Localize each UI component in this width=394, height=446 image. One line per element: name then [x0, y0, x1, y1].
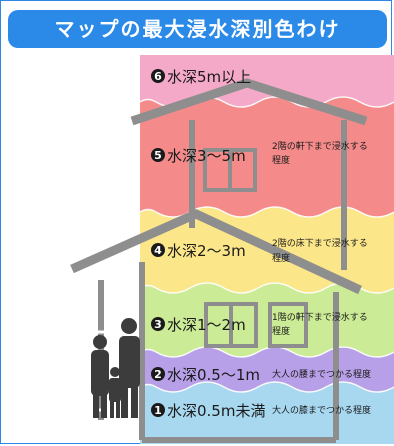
number-badge-5	[151, 148, 165, 162]
number-1: 1	[154, 404, 162, 417]
number-badge-3	[151, 317, 165, 331]
level-1-label: 水深0.5m未満	[167, 402, 265, 420]
lower-roof	[70, 209, 362, 295]
level-5-label: 水深3～5m	[167, 147, 246, 165]
number-badge-2	[151, 367, 165, 381]
level-2-label: 水深0.5～1m	[167, 366, 260, 384]
level-5-desc-line2: 程度	[272, 154, 290, 166]
level-6-label: 水深5m以上	[167, 68, 251, 86]
upper-roof	[130, 78, 368, 126]
number-2: 2	[154, 368, 162, 381]
level-2-desc: 大人の腰までつかる程度	[272, 368, 371, 380]
level-3-label: 水深1～2m	[167, 316, 246, 334]
level-4-desc-line1: 2階の床下まで浸水する	[272, 237, 368, 249]
level-4-desc-line2: 程度	[272, 252, 290, 264]
figure-title: マップの最大浸水深別色わけ	[8, 10, 387, 48]
band-level-2	[140, 347, 394, 392]
car-outline	[6, 330, 114, 416]
house-outline	[70, 78, 368, 295]
number-badge-4	[151, 243, 165, 257]
band-level-1	[140, 382, 394, 444]
level-5-desc-line1: 2階の軒下まで浸水する	[272, 140, 368, 152]
windows	[203, 148, 308, 348]
number-badge-6	[151, 69, 165, 83]
number-badge-1	[151, 403, 165, 417]
number-5: 5	[154, 149, 162, 162]
number-6: 6	[154, 70, 162, 83]
level-3-desc-line1: 1階の軒下まで浸水する	[272, 311, 368, 323]
number-3: 3	[154, 318, 162, 331]
level-1-desc: 大人の膝までつかる程度	[272, 404, 371, 416]
level-3-desc-line2: 程度	[272, 325, 290, 337]
number-4: 4	[154, 244, 162, 257]
people-silhouettes	[91, 318, 140, 418]
band-level-3	[140, 283, 394, 357]
level-4-label: 水深2～3m	[167, 242, 246, 260]
